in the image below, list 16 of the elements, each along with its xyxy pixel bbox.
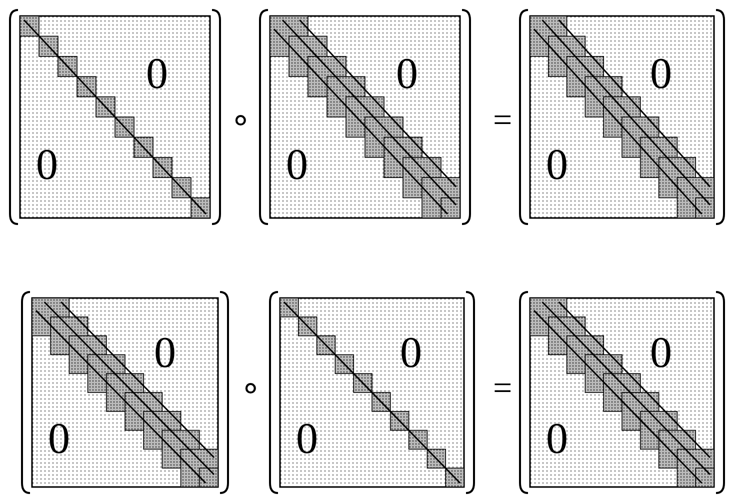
matrix-entry: 0	[400, 331, 422, 375]
matrix-entry: 0	[546, 143, 568, 188]
matrix-entry: 0	[48, 417, 70, 462]
operator-symbol: =	[493, 104, 512, 138]
matrix-entry: 0	[396, 52, 418, 96]
matrix-entry: 0	[146, 52, 168, 96]
matrix-entry: 0	[286, 143, 308, 188]
matrix-entry: 0	[154, 331, 176, 375]
operator-symbol: =	[493, 372, 512, 406]
matrix-entry: 0	[650, 331, 672, 375]
matrix-entry: 0	[296, 417, 318, 462]
matrix-entry: 0	[546, 417, 568, 462]
operator-symbol: ∘	[230, 104, 251, 138]
matrix-entry: 0	[650, 52, 672, 96]
matrix-entry: 0	[36, 143, 58, 188]
operator-symbol: ∘	[240, 372, 261, 406]
